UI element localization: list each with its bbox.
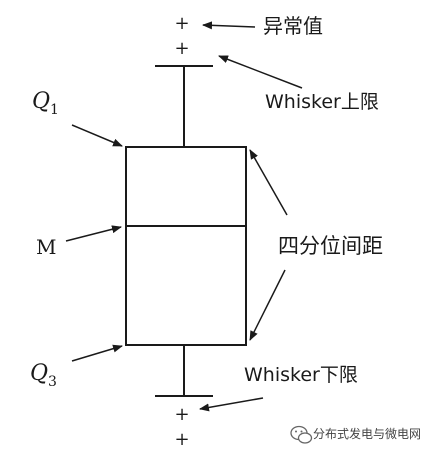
q3-subscript: 3: [48, 374, 57, 390]
q3-letter: Q: [30, 361, 48, 386]
q3-label: Q3: [30, 361, 57, 390]
q3-arrow: [71, 344, 123, 362]
q1-arrow: [71, 124, 123, 147]
q1-letter: Q: [32, 89, 50, 114]
median-label: M: [36, 235, 56, 259]
whisker-upper-label: Whisker上限: [265, 91, 379, 113]
whisker-lower-label: Whisker下限: [244, 364, 358, 386]
upper-outlier-marker-1: +: [174, 13, 189, 34]
outlier-arrow: [202, 21, 256, 30]
iqr-label: 四分位间距: [278, 234, 383, 258]
whisker-upper-arrow: [218, 55, 303, 89]
q1-subscript: 1: [50, 102, 59, 118]
watermark-text: 分布式发电与微电网: [313, 426, 421, 441]
lower-outlier-marker-2: +: [174, 429, 189, 450]
interquartile-box: [125, 146, 247, 346]
q1-label: Q1: [32, 89, 59, 118]
watermark: 分布式发电与微电网: [290, 425, 421, 444]
median-arrow: [65, 225, 122, 242]
whisker-lower-arrow: [199, 397, 264, 412]
iqr-arrow-lower: [249, 269, 286, 341]
wechat-icon: [290, 425, 313, 444]
lower-outlier-marker-1: +: [174, 404, 189, 425]
iqr-arrow-upper: [249, 149, 288, 216]
outlier-label: 异常值: [263, 14, 323, 38]
upper-outlier-marker-2: +: [174, 38, 189, 59]
